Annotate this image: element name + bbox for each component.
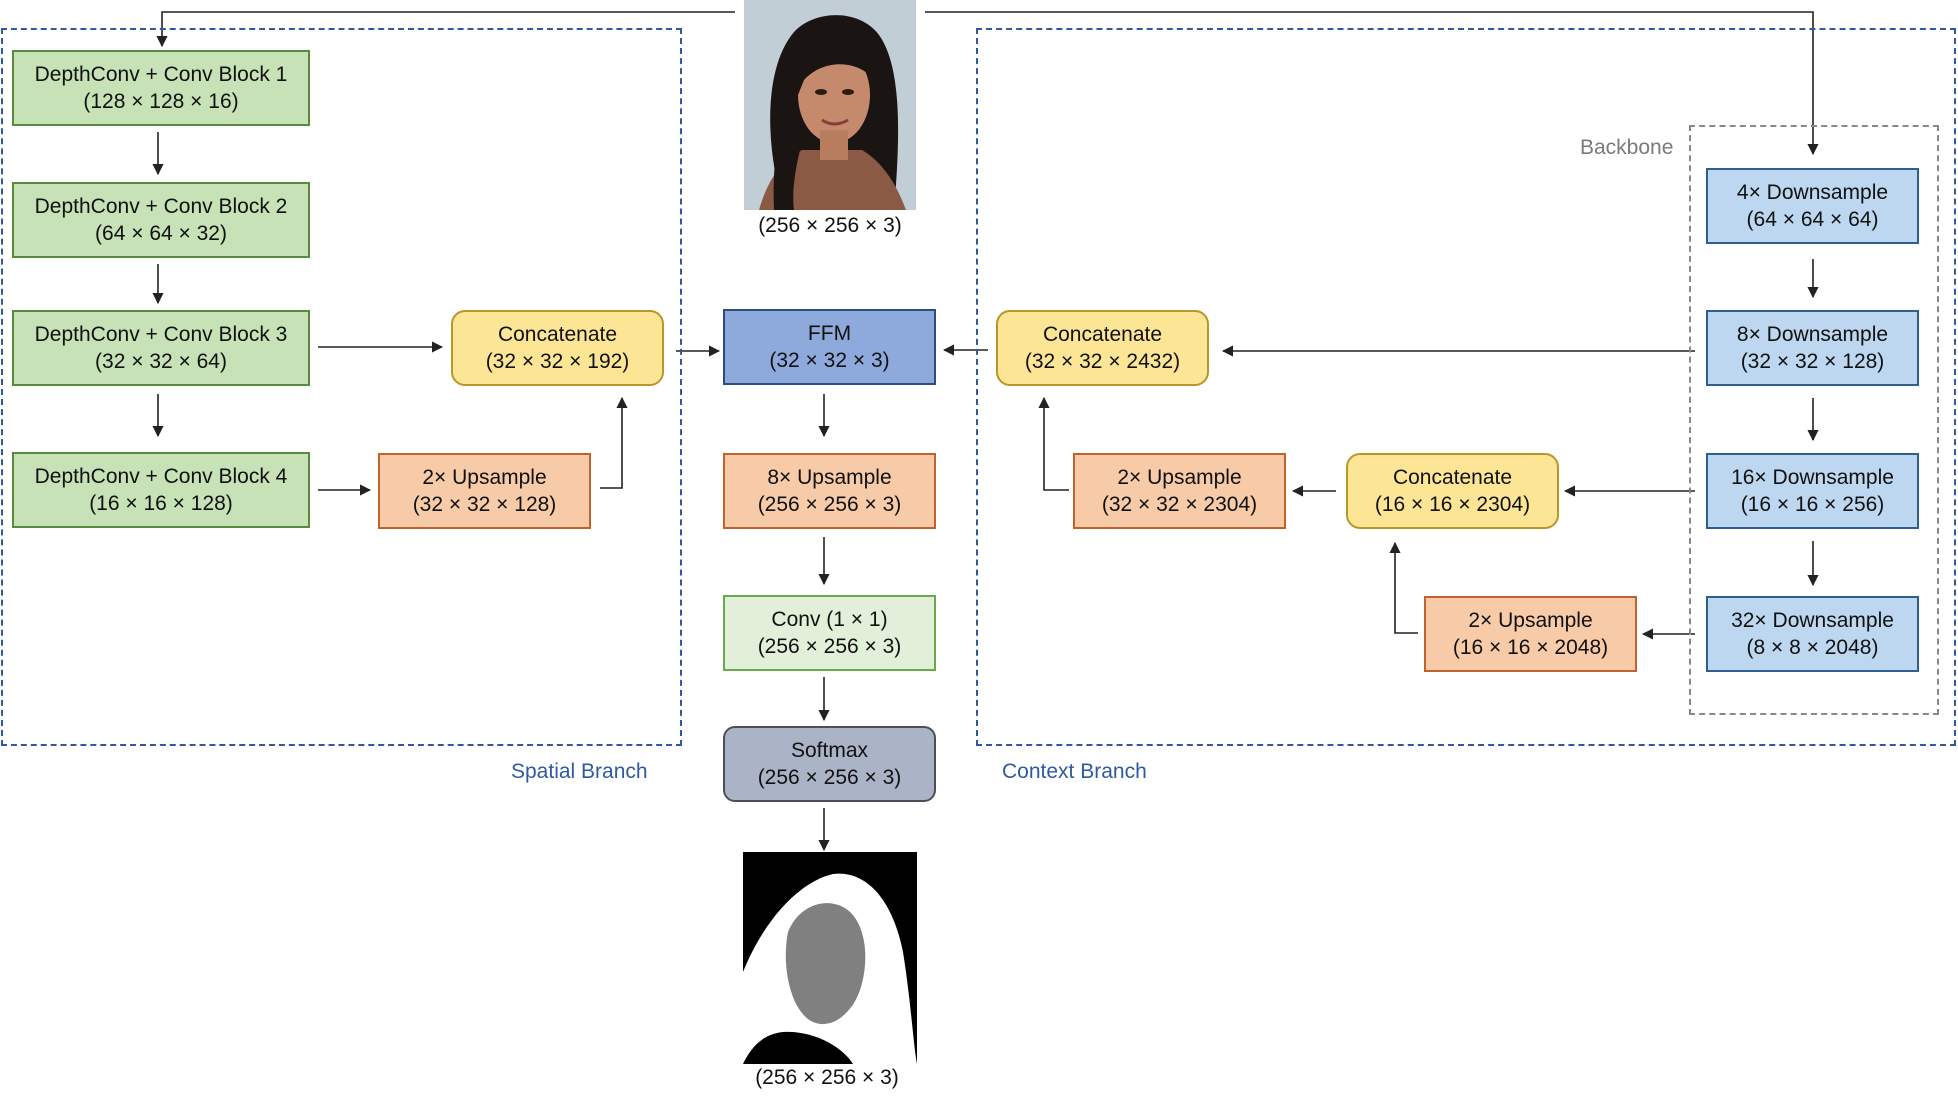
node-dims: (64 × 64 × 32) — [95, 222, 227, 245]
upsample-8x: 8× Upsample (256 × 256 × 3) — [723, 453, 936, 529]
arrow-upsample-b-concat-mid — [1389, 541, 1418, 634]
downsample-32x: 32× Downsample (8 × 8 × 2048) — [1706, 596, 1919, 672]
node-title: DepthConv + Conv Block 4 — [34, 465, 288, 488]
context-concatenate-top: Concatenate (32 × 32 × 2432) — [996, 310, 1209, 386]
arrow-upsample-a-concat-top — [1038, 396, 1069, 491]
node-dims: (32 × 32 × 2432) — [1024, 350, 1181, 373]
node-title: 2× Upsample — [1117, 466, 1242, 489]
node-dims: (16 × 16 × 2304) — [1374, 493, 1531, 516]
node-title: Conv (1 × 1) — [771, 608, 888, 631]
depthconv-block-1: DepthConv + Conv Block 1 (128 × 128 × 16… — [12, 50, 310, 126]
softmax-node: Softmax (256 × 256 × 3) — [723, 726, 936, 802]
context-concatenate-mid: Concatenate (16 × 16 × 2304) — [1346, 453, 1559, 529]
context-upsample-2x-a: 2× Upsample (32 × 32 × 2304) — [1073, 453, 1286, 529]
depthconv-block-2: DepthConv + Conv Block 2 (64 × 64 × 32) — [12, 182, 310, 258]
node-title: Concatenate — [497, 323, 618, 346]
node-dims: (32 × 32 × 128) — [412, 493, 557, 516]
downsample-16x: 16× Downsample (16 × 16 × 256) — [1706, 453, 1919, 529]
spatial-branch-label: Spatial Branch — [511, 760, 648, 783]
node-title: DepthConv + Conv Block 3 — [34, 323, 288, 346]
node-title: 4× Downsample — [1736, 181, 1889, 204]
downsample-4x: 4× Downsample (64 × 64 × 64) — [1706, 168, 1919, 244]
node-dims: (16 × 16 × 2048) — [1452, 636, 1609, 659]
segmentation-mask-icon — [743, 852, 917, 1064]
node-title: 8× Downsample — [1736, 323, 1889, 346]
ffm-node: FFM (32 × 32 × 3) — [723, 309, 936, 385]
node-title: 2× Upsample — [422, 466, 547, 489]
node-dims: (16 × 16 × 256) — [1740, 493, 1885, 516]
context-branch-region — [976, 28, 1956, 746]
backbone-label: Backbone — [1580, 136, 1674, 159]
node-title: Concatenate — [1392, 466, 1513, 489]
node-dims: (256 × 256 × 3) — [757, 493, 902, 516]
node-title: Softmax — [790, 739, 869, 762]
depthconv-block-3: DepthConv + Conv Block 3 (32 × 32 × 64) — [12, 310, 310, 386]
node-title: 32× Downsample — [1731, 609, 1894, 632]
downsample-8x: 8× Downsample (32 × 32 × 128) — [1706, 310, 1919, 386]
spatial-concatenate: Concatenate (32 × 32 × 192) — [451, 310, 664, 386]
node-dims: (256 × 256 × 3) — [757, 635, 902, 658]
arrow-upsample-concat — [600, 396, 628, 489]
node-dims: (256 × 256 × 3) — [757, 766, 902, 789]
depthconv-block-4: DepthConv + Conv Block 4 (16 × 16 × 128) — [12, 452, 310, 528]
node-dims: (64 × 64 × 64) — [1746, 208, 1879, 231]
node-dims: (16 × 16 × 128) — [89, 492, 233, 515]
portrait-photo-icon — [744, 0, 916, 210]
input-dims-caption: (256 × 256 × 3) — [758, 214, 902, 237]
node-dims: (32 × 32 × 128) — [1740, 350, 1885, 373]
node-title: 16× Downsample — [1731, 466, 1894, 489]
conv-1x1: Conv (1 × 1) (256 × 256 × 3) — [723, 595, 936, 671]
spatial-upsample-2x: 2× Upsample (32 × 32 × 128) — [378, 453, 591, 529]
node-dims: (32 × 32 × 192) — [485, 350, 630, 373]
node-title: FFM — [807, 322, 852, 345]
node-title: 8× Upsample — [767, 466, 892, 489]
context-upsample-2x-b: 2× Upsample (16 × 16 × 2048) — [1424, 596, 1637, 672]
output-dims-caption: (256 × 256 × 3) — [755, 1066, 899, 1089]
arrow-input-to-backbone — [925, 11, 1819, 156]
backbone-region — [1689, 125, 1939, 715]
node-title: DepthConv + Conv Block 2 — [34, 195, 288, 218]
node-dims: (32 × 32 × 2304) — [1101, 493, 1258, 516]
spatial-branch-region — [1, 28, 682, 746]
node-dims: (8 × 8 × 2048) — [1746, 636, 1879, 659]
node-title: Concatenate — [1042, 323, 1163, 346]
arrow-input-to-spatial — [156, 11, 735, 48]
node-title: DepthConv + Conv Block 1 — [34, 63, 288, 86]
context-branch-label: Context Branch — [1002, 760, 1147, 783]
node-dims: (32 × 32 × 3) — [769, 349, 890, 372]
node-title: 2× Upsample — [1468, 609, 1593, 632]
node-dims: (128 × 128 × 16) — [83, 90, 239, 113]
node-dims: (32 × 32 × 64) — [95, 350, 227, 373]
